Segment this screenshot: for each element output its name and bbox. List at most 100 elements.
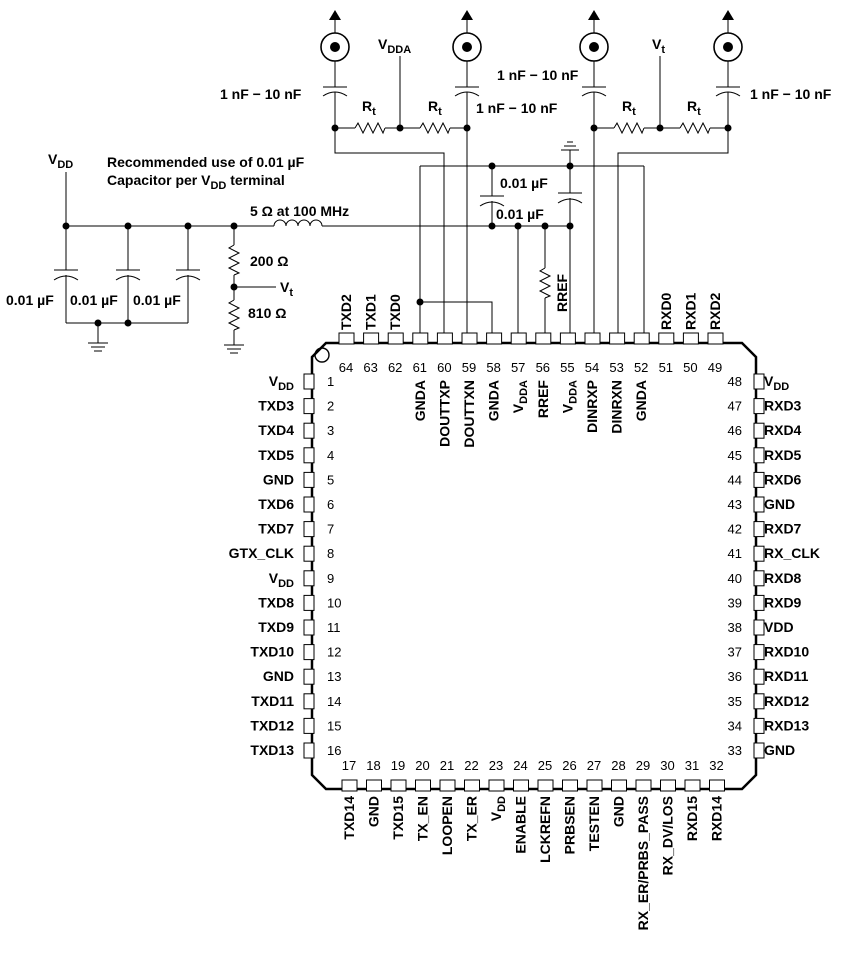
pin-name: VDDA <box>510 380 530 413</box>
pin-number: 57 <box>511 360 525 375</box>
pin-name: LOOPEN <box>439 796 455 855</box>
pin-number: 11 <box>327 620 341 635</box>
pin-name: RXD15 <box>684 796 700 841</box>
coax-connector-2 <box>452 10 482 128</box>
termination-resistors <box>331 121 732 135</box>
pin-number: 2 <box>327 399 334 414</box>
pin-name: TXD10 <box>250 644 294 660</box>
pin-number: 46 <box>728 423 742 438</box>
pin-number: 32 <box>709 758 723 773</box>
pin-name: RXD8 <box>764 570 802 586</box>
pin-name: TXD15 <box>390 796 406 840</box>
pin-ext-label: RXD1 <box>682 292 698 330</box>
pin-name: VDD <box>764 373 789 393</box>
pin-name: GTX_CLK <box>229 545 294 561</box>
pin-name: RX_ER/PRBS_PASS <box>635 796 651 930</box>
vdd-decoupling <box>53 222 276 354</box>
pin-number: 14 <box>327 694 341 709</box>
pin-number: 28 <box>611 758 625 773</box>
pin-45: 45 RXD5 <box>728 447 802 464</box>
pin-number: 58 <box>486 360 500 375</box>
pin-name: TXD3 <box>258 398 294 414</box>
vdda-top-label: VDDA <box>378 36 411 56</box>
pin-name: RXD5 <box>764 447 802 463</box>
pin-46: 46 RXD4 <box>728 422 802 439</box>
pin-name: ENABLE <box>513 796 529 854</box>
coax-connector-1 <box>320 10 350 128</box>
pin-name: GND <box>263 668 294 684</box>
pin-number: 23 <box>489 758 503 773</box>
pin-name: RXD9 <box>764 594 802 610</box>
coax-connectors <box>320 10 743 128</box>
cap-label-left-3: 0.01 µF <box>133 292 181 308</box>
cap-label-upper: 0.01 µF <box>500 175 548 191</box>
pin-name: RXD11 <box>764 668 809 684</box>
pin-name: TXD12 <box>250 717 294 733</box>
pin-name: TXD5 <box>258 447 294 463</box>
pin-number: 22 <box>464 758 478 773</box>
pin-number: 53 <box>609 360 623 375</box>
pin-number: 29 <box>636 758 650 773</box>
pin-name: GNDA <box>412 380 428 421</box>
pin-name: RX_CLK <box>764 545 820 561</box>
pin-name: RXD7 <box>764 521 802 537</box>
pin-name: DOUTTXP <box>436 380 452 447</box>
pin-name: TESTEN <box>586 796 602 851</box>
pin-2: 2 TXD3 <box>258 398 334 415</box>
pin-name: TXD14 <box>341 796 357 840</box>
pin-39: 39 RXD9 <box>728 594 802 611</box>
pin-name: GND <box>764 742 795 758</box>
pin-number: 16 <box>327 743 341 758</box>
pin-number: 54 <box>585 360 599 375</box>
pin-number: 43 <box>728 497 742 512</box>
pin-5: 5 GND <box>263 471 334 488</box>
pin-name: RXD4 <box>764 422 802 438</box>
pin-number: 48 <box>728 374 742 389</box>
pin-name: GND <box>263 471 294 487</box>
pin-number: 39 <box>728 595 742 610</box>
rt-label-4: Rt <box>687 98 701 118</box>
pin-number: 45 <box>728 448 742 463</box>
pin-ext-label: TXD2 <box>338 294 354 330</box>
pin-name: GND <box>366 796 382 827</box>
pin-name: VDD <box>269 373 294 393</box>
pin-ext-label: TXD1 <box>363 294 379 330</box>
pin-number: 5 <box>327 472 334 487</box>
note-line-1: Recommended use of 0.01 µF <box>107 154 305 170</box>
pin-name: PRBSEN <box>562 796 578 854</box>
signal-wires <box>66 128 729 343</box>
ic-package: 1VDD2TXD33TXD44TXD55GND6TXD67TXD78GTX_CL… <box>229 292 820 930</box>
pin-name: DINRXN <box>609 380 625 434</box>
pin-name: DINRXP <box>584 380 600 433</box>
r200-label: 200 Ω <box>250 253 288 269</box>
coax-connector-4 <box>713 10 743 128</box>
